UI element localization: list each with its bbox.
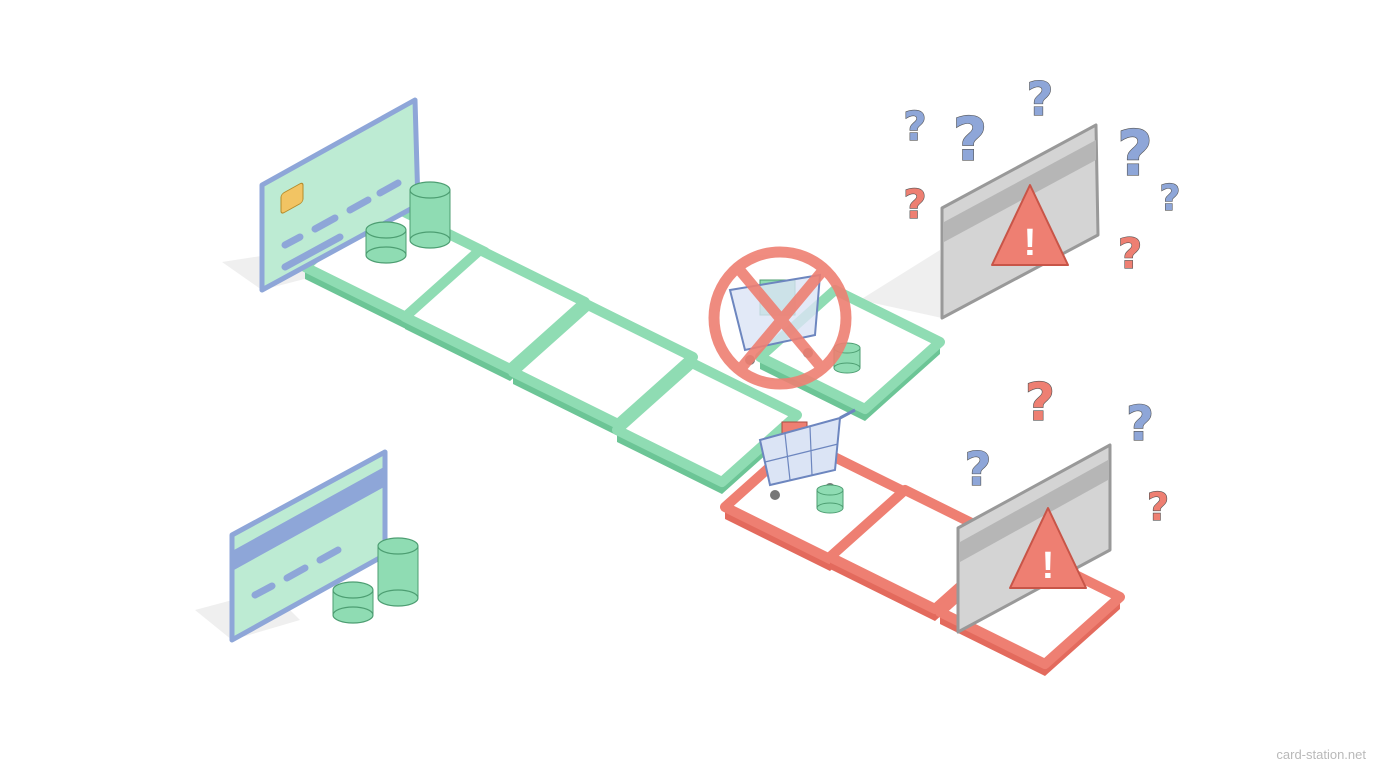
question-mark-icon: ? bbox=[1118, 229, 1142, 278]
question-mark-icon: ? bbox=[903, 104, 926, 150]
shopping-cart-icon bbox=[758, 408, 856, 500]
declined-card-bottom: ! bbox=[956, 443, 1112, 634]
question-mark-icon: ? bbox=[903, 182, 926, 228]
coin-stack bbox=[332, 581, 374, 624]
question-mark-icon: ? bbox=[1027, 72, 1054, 126]
chip-icon bbox=[280, 182, 304, 214]
coin-stack bbox=[816, 484, 844, 514]
question-mark-icon: ? bbox=[1160, 178, 1181, 219]
path-tile bbox=[612, 358, 802, 494]
warning-icon bbox=[1009, 507, 1087, 589]
coin-stack bbox=[409, 181, 451, 249]
warning-exclamation: ! bbox=[1042, 545, 1055, 587]
question-mark-icon: ? bbox=[1117, 117, 1153, 190]
coin-stack bbox=[377, 537, 419, 607]
question-mark-icon: ? bbox=[1126, 396, 1154, 452]
question-mark-icon: ? bbox=[1025, 373, 1055, 433]
warning-exclamation: ! bbox=[1024, 222, 1037, 264]
question-mark-icon: ? bbox=[965, 442, 992, 496]
warning-icon bbox=[991, 184, 1069, 266]
declined-card-top: ! bbox=[940, 123, 1100, 320]
prohibited-icon bbox=[708, 246, 852, 390]
question-marks: ??????????? bbox=[903, 71, 1181, 529]
question-mark-icon: ? bbox=[1147, 485, 1169, 529]
coin-stack bbox=[365, 221, 407, 264]
question-mark-icon: ? bbox=[953, 105, 988, 175]
watermark: card-station.net bbox=[1276, 747, 1366, 762]
